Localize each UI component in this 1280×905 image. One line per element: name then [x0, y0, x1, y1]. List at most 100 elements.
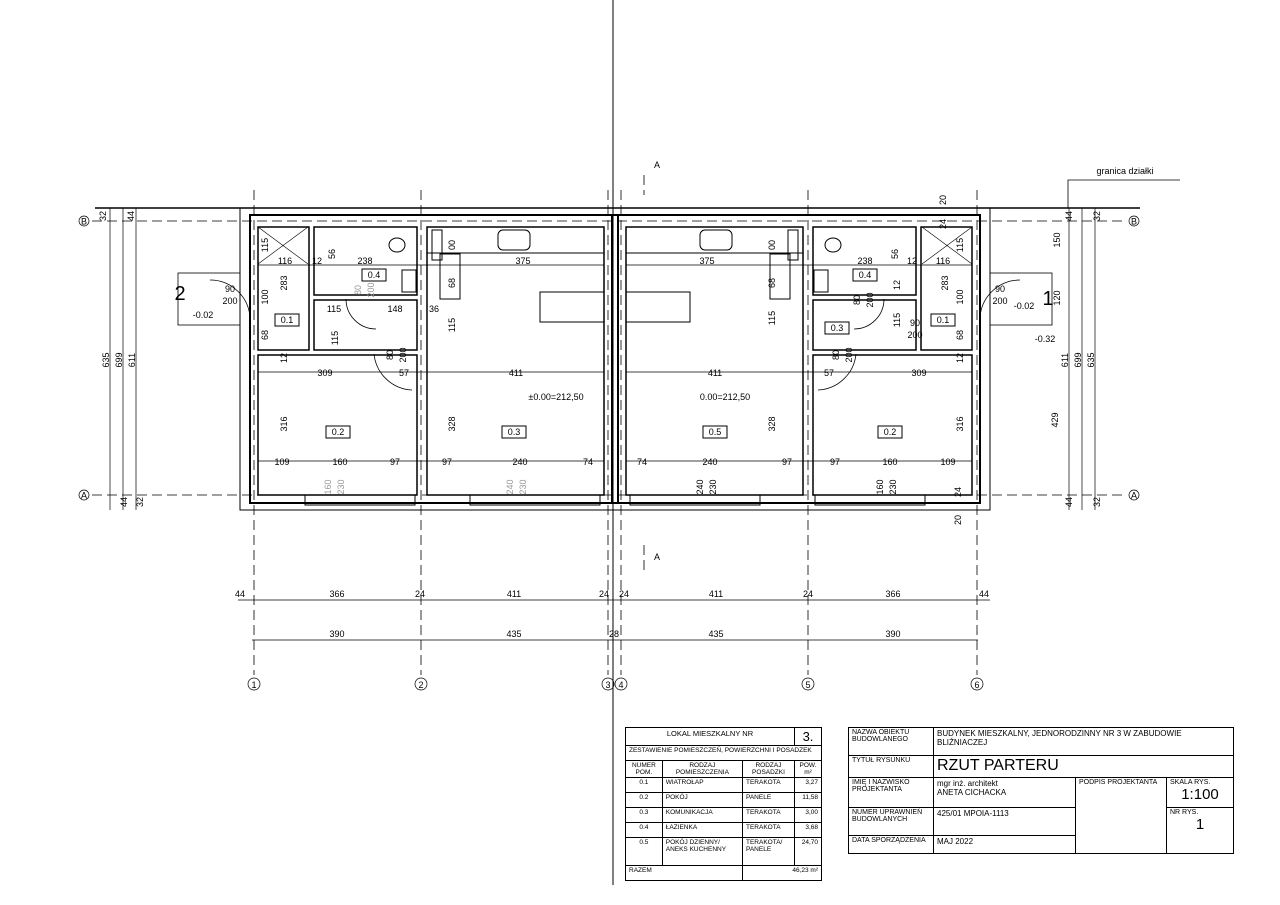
dimension-label: 24	[803, 589, 813, 599]
room-area: 11,58	[793, 792, 823, 808]
designer-title: mgr inż. architekt	[937, 779, 998, 788]
dimension-label: 68	[767, 278, 777, 288]
dimension-label: 160	[875, 479, 885, 494]
room-number: 0.1	[625, 777, 663, 793]
dimension-label: 150	[1052, 232, 1062, 247]
dimension-label: 115	[955, 238, 965, 252]
dimension-label: 115	[447, 318, 457, 332]
section-mark: A	[654, 552, 660, 562]
dimension-label: 20	[938, 195, 948, 205]
dimension-label: 411	[709, 589, 723, 599]
dimension-label: 44	[119, 497, 129, 507]
dimension-label: 148	[387, 304, 402, 314]
room-floor: PANELE	[741, 792, 795, 808]
dimension-label: -0.02	[1014, 301, 1035, 311]
room-area: 3,00	[793, 807, 823, 823]
dimension-label: 160	[332, 457, 347, 467]
col-number: NUMER POM.	[625, 760, 663, 778]
dimension-label: 309	[317, 368, 332, 378]
room-floor: TERAKOTA	[741, 777, 795, 793]
dimension-label: 160	[323, 479, 333, 494]
dimension-label: 97	[782, 457, 792, 467]
date-value: MAJ 2022	[933, 835, 1076, 854]
dimension-label: 200	[865, 292, 875, 307]
dimension-label: 316	[279, 416, 289, 431]
axis-label: 6	[974, 680, 979, 690]
dimension-label: 115	[767, 311, 777, 325]
axis-marker	[78, 215, 90, 227]
dimension-label: 375	[515, 256, 530, 266]
room-floor: TERAKOTA	[741, 822, 795, 838]
dimension-label: 230	[336, 479, 346, 494]
dimension-label: 109	[274, 457, 289, 467]
dimension-label: 44	[126, 211, 136, 221]
dimension-label: 230	[518, 479, 528, 494]
dimension-label: 309	[911, 368, 926, 378]
dimension-label: 90	[910, 318, 920, 328]
dimension-label: 109	[940, 457, 955, 467]
dimension-label: 44	[979, 589, 989, 599]
dimension-label: 97	[442, 457, 452, 467]
dimension-label: 00	[447, 240, 457, 250]
drawing-title-label: TYTUŁ RYSUNKU	[848, 755, 934, 778]
dimension-label: 36	[429, 304, 439, 314]
dimension-label: 28	[609, 629, 619, 639]
plot-boundary	[95, 179, 1180, 209]
dimension-label: 200	[844, 347, 854, 362]
entrance-number: 1	[1042, 288, 1053, 310]
dimension-label: 283	[940, 275, 950, 290]
dimension-label: 411	[509, 368, 523, 378]
license-label: NUMER UPRAWNIEŃ BUDOWLANYCH	[848, 807, 934, 836]
room-name: POKÓJ DZIENNY/ ANEKS KUCHENNY	[661, 837, 743, 866]
room-number-box	[852, 268, 878, 282]
dimension-label: 12	[955, 353, 965, 363]
dimension-label: 238	[857, 256, 872, 266]
room-number: 0.5	[625, 837, 663, 866]
room-number: 0.4	[368, 270, 381, 280]
dimension-label: -0.02	[193, 310, 214, 320]
date-label: DATA SPORZĄDZENIA	[848, 835, 934, 854]
object-value: BUDYNEK MIESZKALNY, JEDNORODZINNY NR 3 W…	[933, 727, 1234, 756]
dimension-label: 240	[695, 479, 705, 494]
license-value: 425/01 MPOIA-1113	[933, 807, 1076, 836]
dimension-label: 97	[390, 457, 400, 467]
room-number: 0.1	[937, 315, 950, 325]
dimension-label: -0.32	[1035, 334, 1056, 344]
dimension-label: 57	[399, 368, 409, 378]
room-number-box	[501, 425, 527, 439]
plot-boundary-label: granica działki	[1096, 166, 1153, 176]
room-area: 24,70	[793, 837, 823, 866]
dimension-label: 80	[831, 350, 841, 360]
dimension-label: 230	[888, 479, 898, 494]
dimension-label: 240	[505, 479, 515, 494]
dimension-label: 328	[447, 416, 457, 431]
room-number: 0.3	[831, 323, 844, 333]
object-label: NAZWA OBIEKTU BUDOWLANEGO	[848, 727, 934, 756]
room-number: 0.4	[859, 270, 872, 280]
dimension-label: 429	[1050, 412, 1060, 427]
dimension-label: 435	[708, 629, 723, 639]
dimension-label: 120	[1052, 290, 1062, 305]
room-number-box	[274, 313, 300, 327]
dimension-lines	[109, 208, 1096, 641]
dimension-label: 00	[767, 240, 777, 250]
total-value: 46,23 m²	[741, 865, 823, 881]
dimension-label: 411	[708, 368, 722, 378]
dimension-label: 115	[892, 313, 902, 327]
building-walls	[177, 207, 1053, 511]
dimension-label: 411	[507, 589, 521, 599]
dimension-label: 56	[890, 249, 900, 259]
room-name: POKÓJ	[661, 792, 743, 808]
room-number-box	[702, 425, 728, 439]
room-number: 0.4	[625, 822, 663, 838]
scale-value: 1:100	[1181, 786, 1219, 803]
axis-label: 4	[618, 680, 623, 690]
dimension-label: 116	[278, 256, 292, 266]
dimension-label: 44	[1064, 497, 1074, 507]
room-number: 0.3	[508, 427, 521, 437]
dimension-label: 699	[1073, 352, 1083, 367]
